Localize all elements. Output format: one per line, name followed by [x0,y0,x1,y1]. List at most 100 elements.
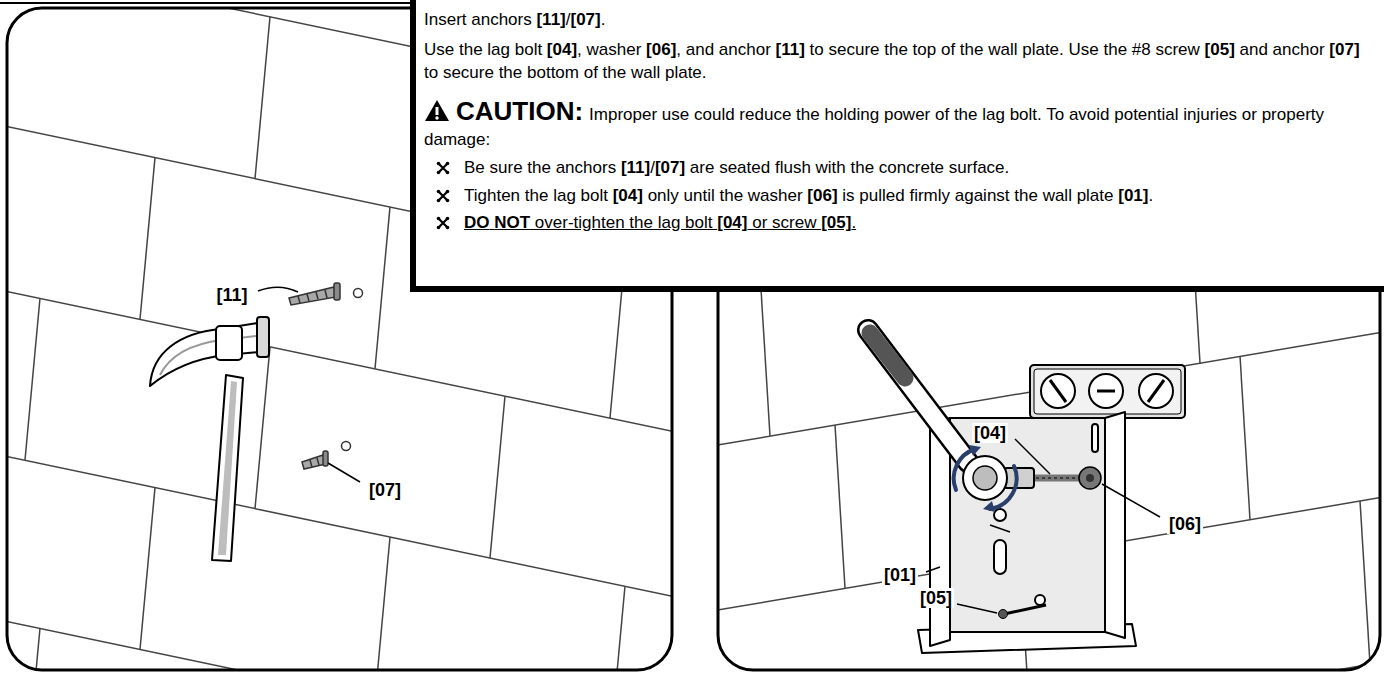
bullet-mark [436,161,450,175]
text-run: [11] [776,40,805,59]
text-run: or screw [747,213,821,232]
text-run: [04] [717,213,747,232]
hammer [216,326,242,360]
wall-plate [990,525,1010,532]
text-run: are seated flush with the concrete surfa… [685,158,1009,177]
bullet-mark [437,162,441,166]
instruction-text: Insert anchors [11]/[07]. [424,9,1370,31]
ratchet [983,501,995,512]
anchor [354,289,363,298]
bullet-row: Tighten the lag bolt [04] only until the… [424,185,1370,207]
leader-lines [258,287,1160,613]
tile-joints [140,158,155,320]
tile-joints [8,290,671,433]
text-run: to secure the bottom of the wall plate. [424,63,707,82]
caution-row: CAUTION:Improper use could reduce the ho… [424,94,1370,151]
ratchet [963,456,1007,500]
leader-lines [258,287,298,292]
hammer [150,317,269,561]
wall-plate [994,540,1006,574]
tile-joints [140,488,155,650]
tile-joints [25,298,40,460]
bullet-row: Be sure the anchors [11]/[07] are seated… [424,157,1370,179]
ratchet [990,466,1017,509]
anchor [307,294,309,301]
text-run: [11] [621,158,650,177]
level [1097,390,1115,393]
bullet-row: DO NOT over-tighten the lag bolt [04] or… [424,212,1370,234]
leader-lines [1102,484,1160,517]
tile-joints [719,241,1379,669]
text-run: Be sure the anchors [464,158,621,177]
lag-bolt [1030,478,1084,479]
tile-joints [610,586,625,669]
ratchet [973,466,997,490]
callout-number: [01] [882,565,918,585]
text-run: is pulled firmly against the wall plate [838,186,1119,205]
tile-joints [1360,501,1370,664]
anchor [289,283,363,305]
text-run: CAUTION [456,96,574,126]
text-run: / [650,158,655,177]
text-run: [07] [1329,40,1359,59]
bullet-mark [437,171,441,175]
washer [1079,467,1101,489]
tile-joints [25,628,40,669]
bullet-mark [439,219,447,227]
panel-frame [7,8,672,670]
bullet-text: DO NOT over-tighten the lag bolt [04] or… [464,212,1370,234]
anchor [323,451,328,466]
anchor [317,458,319,465]
text-run: [04] [547,40,577,59]
tile-joints [375,207,390,369]
bullet-mark [446,198,450,202]
washer [1079,467,1101,489]
screw [1004,605,1046,614]
leader-lines [1015,439,1050,474]
tile-joints [719,662,1379,669]
tile-joints [760,273,770,436]
text-run: over-tighten the lag bolt [530,213,717,232]
bullet-mark [437,226,441,230]
bullet-mark [436,216,450,230]
text-run: . [851,213,856,232]
bullet-mark [439,164,447,172]
level [1034,369,1181,414]
panel-frame [718,240,1380,670]
level [1050,380,1066,402]
bullet-text: Be sure the anchors [11]/[07] are seated… [464,157,1370,179]
anchor [325,290,327,298]
callout-number: [11] [214,285,249,305]
hammer [257,317,269,357]
text-run: only until the washer [643,186,807,205]
washer [1086,474,1094,482]
bullet-mark [437,198,441,202]
text-run [490,213,495,232]
callout-number: [04] [972,423,1008,443]
level [1148,380,1164,402]
hammer [218,381,237,555]
warning-icon [435,117,438,120]
bullet-mark [446,162,450,166]
text-run: [04] [613,186,643,205]
anchor [298,296,300,303]
text-run: [11] [536,10,565,29]
tile-joints [255,17,270,179]
ratchet [868,330,968,462]
text-run: , washer [577,40,646,59]
wall-plate [1092,424,1098,452]
wall-plate [994,509,1006,521]
text-run: and anchor [1235,40,1330,59]
leader-lines [926,567,940,572]
ratchet [1004,468,1034,488]
bullet-mark [437,217,441,221]
bullet-mark [446,217,450,221]
text-run: [07] [655,158,685,177]
bullet-text: Tighten the lag bolt [04] only until the… [464,185,1370,207]
wall-plate [950,418,1105,632]
bullet-mark [437,189,441,193]
tile-joints [8,9,671,669]
leader-lines [328,463,360,482]
text-run: NOT [494,213,530,232]
